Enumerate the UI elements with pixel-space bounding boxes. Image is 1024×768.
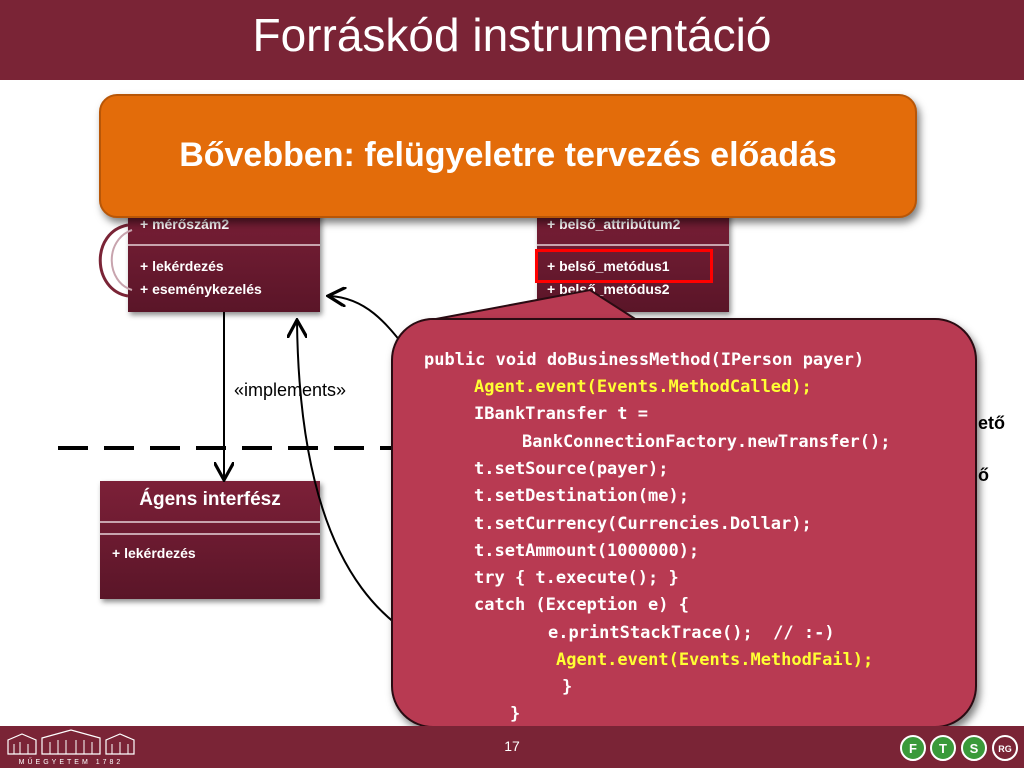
slide-title: Forráskód instrumentáció [252,9,772,61]
code-line-9: try { t.execute(); } [474,568,679,588]
svg-text:RG: RG [998,744,1012,754]
page-number: 17 [504,738,520,754]
right-class-method-1: + belső_metódus1 [547,258,670,274]
code-line-14: } [510,704,521,724]
logo-caption: MŰEGYETEM 1782 [19,757,124,766]
callout-text: Bővebben: felügyeletre tervezés előadás [179,136,837,174]
svg-text:F: F [909,741,917,756]
code-line-1: public void doBusinessMethod(IPerson pay… [424,350,865,370]
svg-text:S: S [970,741,979,756]
left-class-attribute: + mérőszám2 [140,216,230,232]
code-line-5: t.setSource(payer); [474,459,669,479]
code-callout [391,318,977,728]
side-fragment-2: ő [978,465,989,485]
agent-interface-title: Ágens interfész [139,489,281,510]
agent-interface-divider-1 [100,521,320,523]
implements-label: «implements» [234,380,347,400]
code-line-13: } [562,677,573,697]
code-line-6: t.setDestination(me); [474,486,689,506]
agent-interface-divider-2 [100,533,320,535]
svg-text:T: T [939,741,947,756]
code-line-10: catch (Exception e) { [474,595,689,615]
department-logo: F T S RG [900,735,1018,761]
code-line-12: Agent.event(Events.MethodFail); [556,650,874,670]
right-class-attribute: + belső_attribútum2 [547,216,681,232]
footer-bar [0,726,1024,768]
agent-interface-box: Ágens interfész + lekérdezés [100,481,320,599]
left-class-method-1: + lekérdezés [140,258,224,274]
title-bar [0,0,1024,80]
method-highlight-frame [535,249,713,283]
callout-banner: Bővebben: felügyeletre tervezés előadás [99,94,917,218]
code-line-11: e.printStackTrace(); // :-) [548,623,835,643]
left-class-method-2: + eseménykezelés [140,281,262,297]
code-line-4: BankConnectionFactory.newTransfer(); [522,432,891,452]
self-loop-arrow [98,223,129,298]
side-fragment-1: ető [978,413,1005,433]
code-line-2: Agent.event(Events.MethodCalled); [474,377,812,397]
right-class-divider [537,244,729,246]
code-line-8: t.setAmmount(1000000); [474,541,700,561]
code-line-3: IBankTransfer t = [474,404,648,424]
university-logo: MŰEGYETEM 1782 [2,728,140,766]
agent-interface-method: + lekérdezés [112,545,196,561]
left-class-divider [128,244,320,246]
code-line-7: t.setCurrency(Currencies.Dollar); [474,514,812,534]
